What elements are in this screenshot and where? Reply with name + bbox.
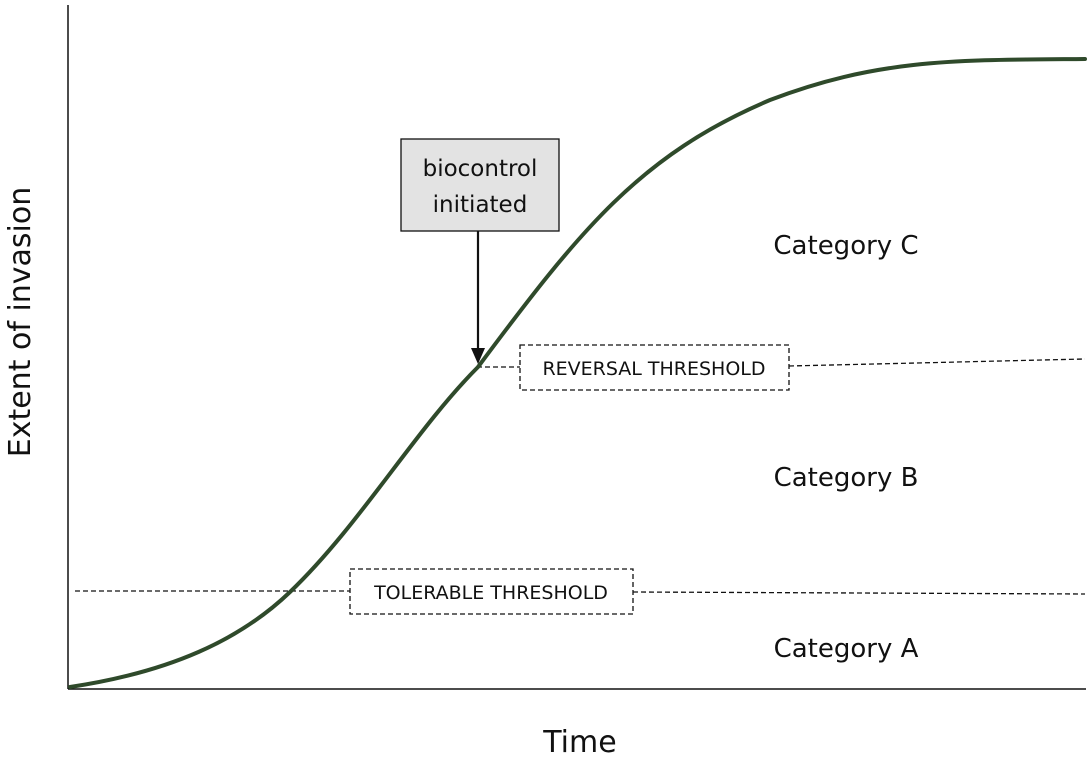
reversal-threshold-line	[477, 358, 1086, 368]
reversal-threshold-box	[519, 344, 790, 391]
category-b-label: Category B	[774, 463, 919, 493]
callout-arrow	[471, 231, 485, 364]
x-axis-title: Time	[542, 725, 616, 760]
tolerable-threshold-box	[349, 568, 634, 615]
tolerable-threshold-label: TOLERABLE THRESHOLD	[373, 582, 608, 604]
callout-box	[400, 138, 560, 232]
y-axis-title: Extent of invasion	[3, 187, 38, 458]
tolerable-threshold-line	[75, 590, 1086, 595]
category-a-label: Category A	[774, 634, 919, 664]
callout-line-1: biocontrol	[423, 156, 538, 182]
reversal-threshold-label: REVERSAL THRESHOLD	[542, 358, 765, 380]
category-c-label: Category C	[773, 231, 918, 261]
callout-line-2: initiated	[433, 192, 528, 218]
invasion-curve	[68, 57, 1087, 689]
